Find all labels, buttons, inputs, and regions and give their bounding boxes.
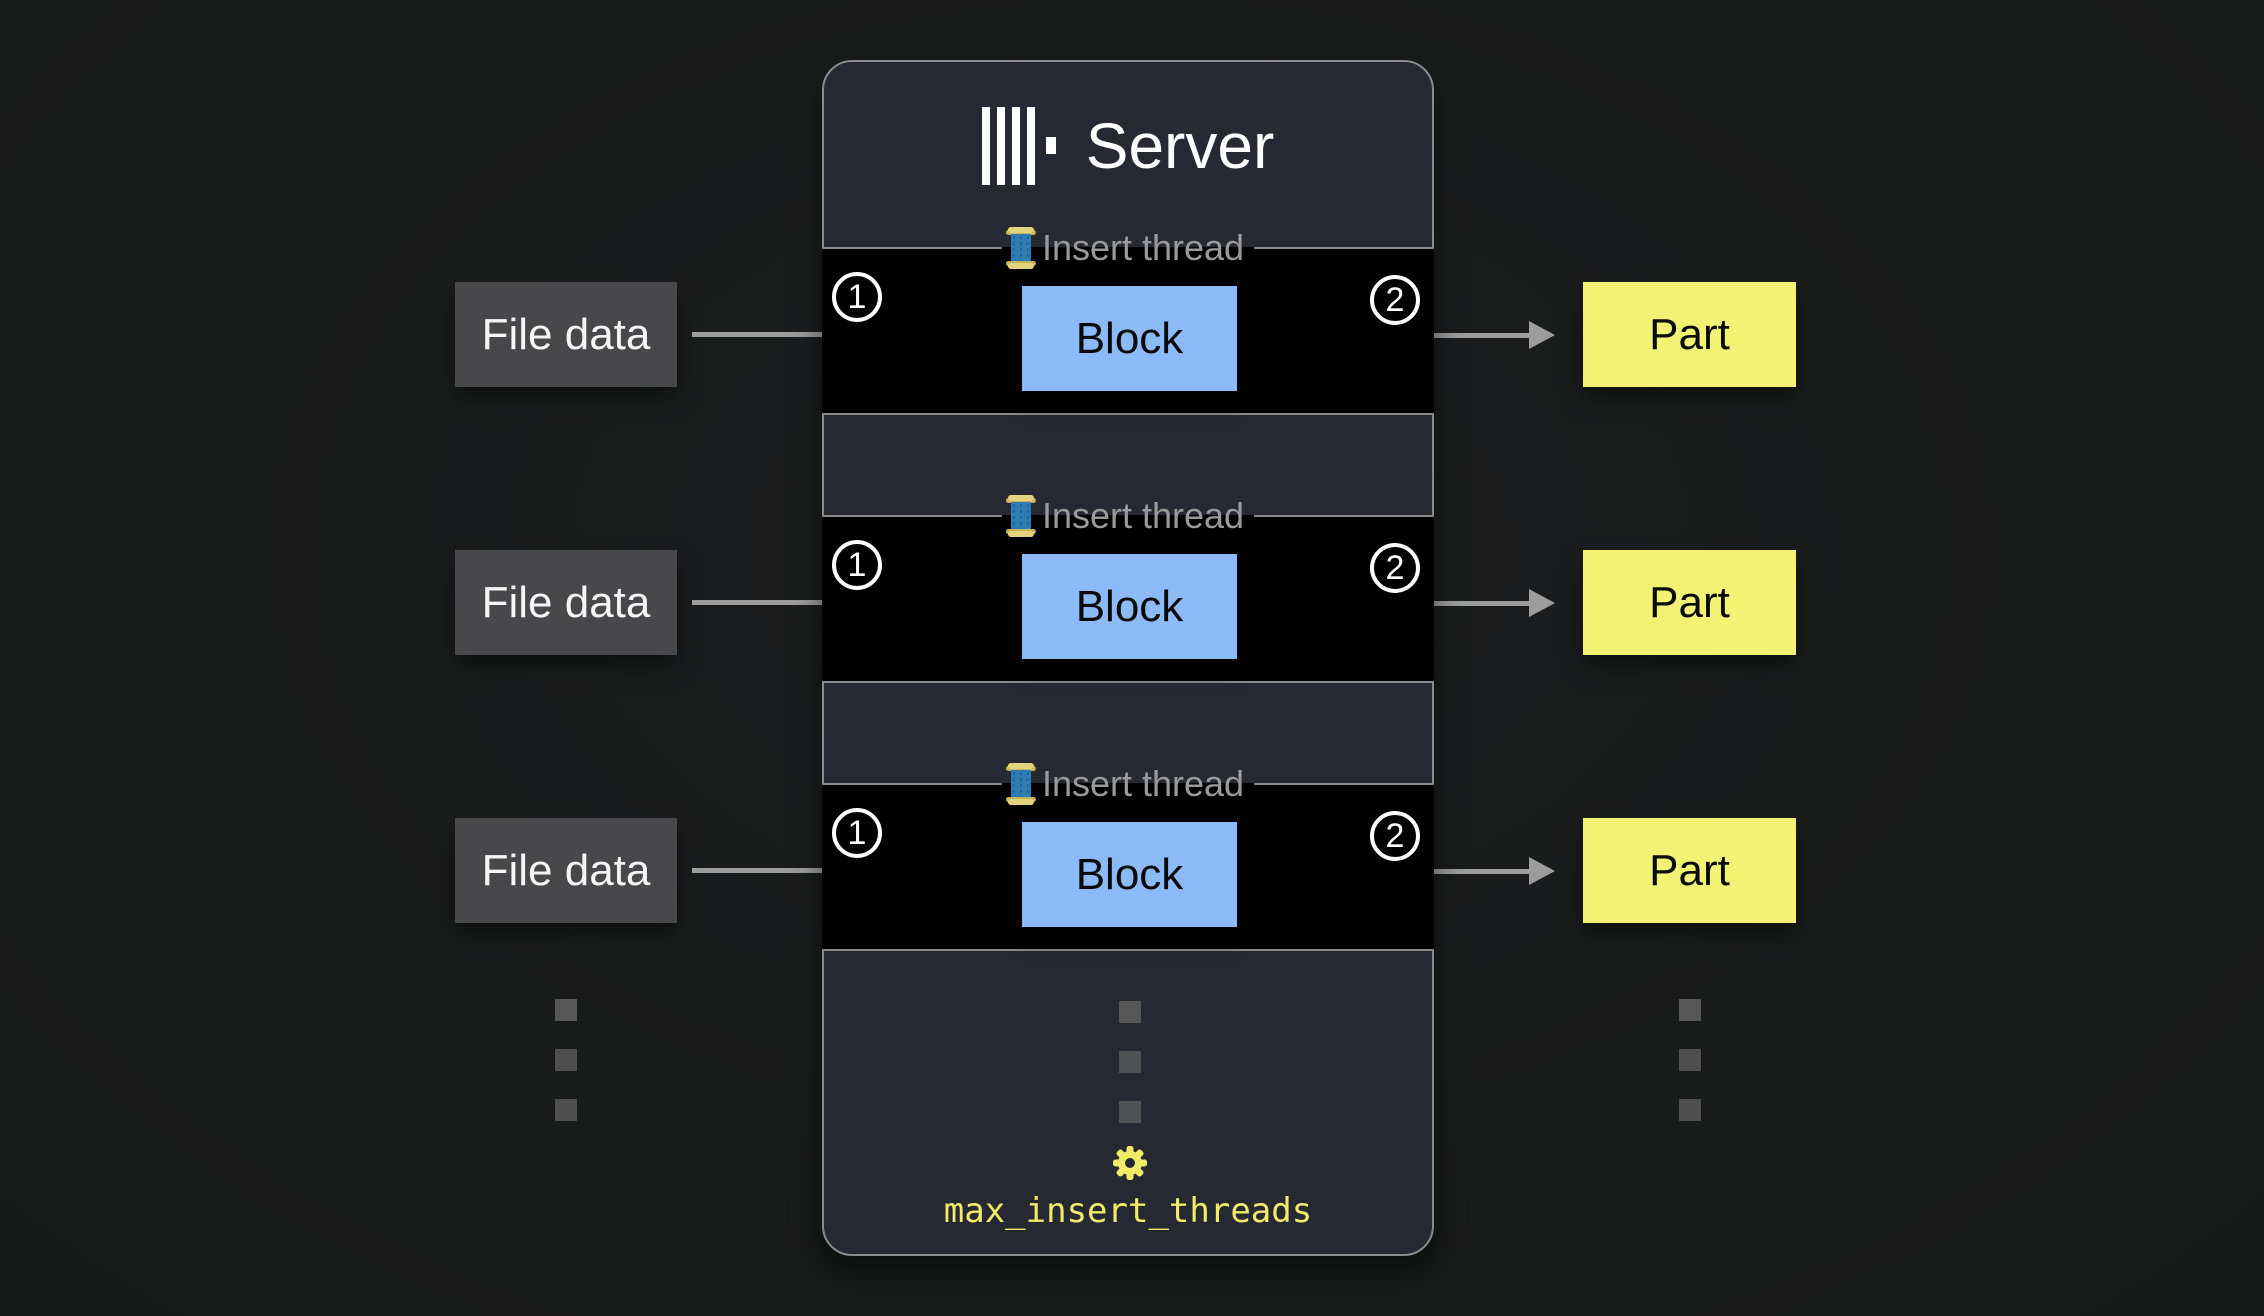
block-box: Block	[1022, 554, 1237, 659]
step-1-badge: 1	[832, 272, 882, 322]
insert-thread-label: Insert thread	[1041, 763, 1245, 804]
clickhouse-logo-icon	[981, 107, 1056, 185]
step-2-badge: 2	[1370, 811, 1420, 861]
insert-thread-legend: Insert thread	[1001, 494, 1255, 538]
ellipsis-dot	[555, 1099, 577, 1121]
part-label: Part	[1649, 577, 1730, 627]
server-title-row: Server	[824, 107, 1432, 185]
ellipsis-dot	[1119, 1101, 1141, 1123]
block-box: Block	[1022, 286, 1237, 391]
insert-thread-section: Insert thread 1 Block 2	[822, 226, 1434, 415]
ellipsis-dot	[555, 999, 577, 1021]
step-1-badge: 1	[832, 808, 882, 858]
thread-spool-icon	[1005, 227, 1036, 269]
insert-thread-legend: Insert thread	[1001, 762, 1255, 806]
ellipsis-dot	[1679, 999, 1701, 1021]
file-data-box: File data	[455, 818, 677, 923]
step-2-badge: 2	[1370, 275, 1420, 325]
part-box: Part	[1583, 550, 1796, 655]
server-panel: Server Insert thread 1 Block 2	[822, 60, 1434, 1256]
vertical-ellipsis-center	[1119, 1001, 1141, 1123]
part-box: Part	[1583, 282, 1796, 387]
step-1-badge: 1	[832, 540, 882, 590]
ellipsis-dot	[555, 1049, 577, 1071]
file-data-label: File data	[481, 845, 651, 895]
ellipsis-dot	[1679, 1049, 1701, 1071]
part-box: Part	[1583, 818, 1796, 923]
arrow-head-icon	[1529, 589, 1555, 617]
insert-thread-section: Insert thread 1 Block 2	[822, 494, 1434, 683]
arrow-head-icon	[1529, 321, 1555, 349]
gear-icon-wrap	[1112, 1145, 1148, 1181]
thread-spool-icon	[1005, 763, 1036, 805]
insert-thread-legend: Insert thread	[1001, 226, 1255, 270]
file-data-label: File data	[481, 577, 651, 627]
step-2-badge: 2	[1370, 543, 1420, 593]
ellipsis-dot	[1119, 1001, 1141, 1023]
ellipsis-dot	[1679, 1099, 1701, 1121]
part-label: Part	[1649, 309, 1730, 359]
file-data-box: File data	[455, 282, 677, 387]
ellipsis-dot	[1119, 1051, 1141, 1073]
insert-thread-label: Insert thread	[1041, 495, 1245, 536]
thread-spool-icon	[1005, 495, 1036, 537]
file-data-box: File data	[455, 550, 677, 655]
file-data-label: File data	[481, 309, 651, 359]
max-insert-threads-label: max_insert_threads	[943, 1191, 1313, 1231]
insert-thread-label: Insert thread	[1041, 227, 1245, 268]
block-box: Block	[1022, 822, 1237, 927]
arrow-head-icon	[1529, 857, 1555, 885]
part-label: Part	[1649, 845, 1730, 895]
server-title: Server	[1085, 110, 1275, 182]
gear-icon	[1113, 1146, 1147, 1180]
insert-thread-section: Insert thread 1 Block 2	[822, 762, 1434, 951]
